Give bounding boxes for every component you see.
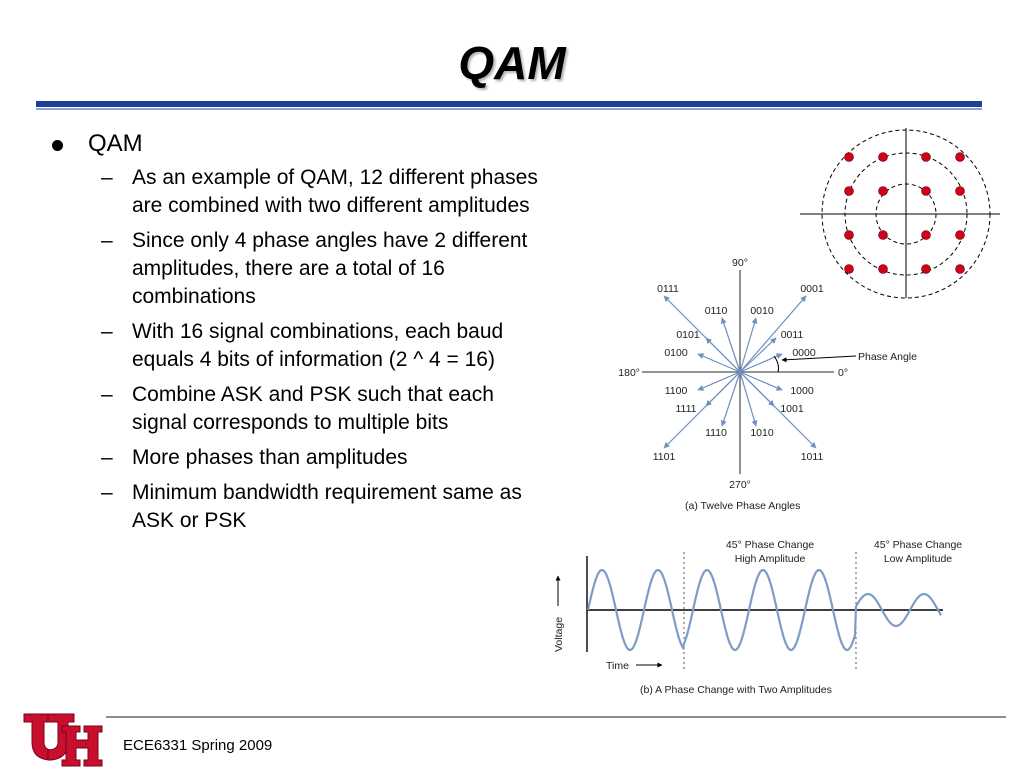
constellation-point	[878, 230, 888, 240]
constellation-point	[921, 230, 931, 240]
footer-rule	[106, 716, 1006, 718]
code-label: 0111	[657, 283, 679, 295]
wave-label-high-1: 45° Phase Change	[726, 539, 814, 551]
angle-label-0: 0°	[838, 367, 848, 379]
bullet-dot	[52, 140, 63, 151]
code-label: 0110	[705, 305, 728, 317]
wave-label-high-2: High Amplitude	[735, 553, 806, 565]
sub-bullet: –With 16 signal combinations, each baud …	[48, 318, 538, 374]
code-label: 1000	[790, 385, 814, 397]
code-label: 0101	[676, 329, 700, 341]
constellation-point	[921, 264, 931, 274]
sub-bullet-text: With 16 signal combinations, each baud e…	[132, 320, 504, 371]
constellation-point	[844, 230, 854, 240]
sub-bullet: –As an example of QAM, 12 different phas…	[48, 164, 538, 220]
wave-y-label: Voltage	[553, 617, 565, 652]
sub-bullet: –Combine ASK and PSK such that each sign…	[48, 381, 538, 437]
wave-label-low-2: Low Amplitude	[884, 553, 952, 565]
phase-arrow	[739, 371, 817, 449]
code-label: 0100	[664, 347, 688, 359]
bullet-text: QAM	[88, 130, 143, 157]
sub-bullet-text: More phases than amplitudes	[132, 446, 408, 469]
constellation-point	[844, 264, 854, 274]
phase-arrow	[720, 371, 741, 427]
code-label: 0011	[781, 329, 804, 341]
code-label: 1111	[675, 403, 696, 415]
middle-ring	[844, 152, 968, 276]
title-underline	[36, 101, 982, 107]
figure-caption-a: (a) Twelve Phase Angles	[685, 500, 800, 512]
constellation-point	[955, 230, 965, 240]
sub-bullet-text: Minimum bandwidth requirement same as AS…	[132, 481, 522, 532]
constellation-point	[955, 186, 965, 196]
constellation-point	[921, 186, 931, 196]
phase-arrow	[663, 371, 741, 449]
sub-bullet-text: Combine ASK and PSK such that each signa…	[132, 383, 494, 434]
wave-label-low-1: 45° Phase Change	[874, 539, 962, 551]
code-label: 1001	[780, 403, 804, 415]
angle-label-90: 90°	[732, 257, 748, 269]
dash: –	[101, 166, 113, 189]
dash: –	[101, 229, 113, 252]
outer-ring	[821, 129, 991, 299]
phase-angle-pointer	[781, 355, 857, 363]
phase-arrow	[739, 337, 777, 373]
waveform	[586, 568, 942, 652]
phase-angle-diagram: 90° 180° 0° 270° 0111 0001 0110 0010 010…	[618, 257, 917, 512]
sub-bullet-text: Since only 4 phase angles have 2 differe…	[132, 229, 528, 308]
phase-arrow	[739, 353, 783, 373]
waveform-diagram: 45° Phase Change High Amplitude 45° Phas…	[553, 539, 962, 696]
angle-label-180: 180°	[618, 367, 640, 379]
constellation-point	[955, 264, 965, 274]
dash: –	[101, 320, 113, 343]
phase-arrow	[705, 337, 741, 373]
phase-arrow	[720, 317, 741, 373]
footer-text: ECE6331 Spring 2009	[123, 737, 273, 754]
phase-arrow	[739, 295, 807, 373]
dash: –	[101, 383, 113, 406]
phase-angle-arc	[773, 355, 779, 373]
code-label: 1011	[801, 451, 824, 463]
phase-angle-label: Phase Angle	[858, 351, 917, 363]
slide-title: QAM	[458, 37, 566, 89]
constellation-point	[844, 152, 854, 162]
code-label: 1100	[665, 385, 688, 397]
code-label: 0001	[800, 283, 824, 295]
code-label: 0000	[792, 347, 816, 359]
sub-bullet-text: As an example of QAM, 12 different phase…	[132, 166, 538, 217]
constellation-point	[955, 152, 965, 162]
inner-ring	[875, 183, 937, 245]
dash: –	[101, 446, 113, 469]
constellation-point	[878, 152, 888, 162]
code-label: 1101	[653, 451, 676, 463]
angle-label-270: 270°	[729, 479, 751, 491]
phase-arrow	[739, 371, 758, 427]
wave-x-label: Time	[606, 660, 629, 672]
constellation-point	[921, 152, 931, 162]
constellation-point	[844, 186, 854, 196]
code-label: 0010	[750, 305, 774, 317]
uh-logo	[23, 713, 103, 767]
phase-arrow	[697, 371, 741, 391]
sub-bullet-list: –As an example of QAM, 12 different phas…	[48, 164, 538, 535]
sub-bullet: –Minimum bandwidth requirement same as A…	[48, 479, 538, 535]
figure-caption-b: (b) A Phase Change with Two Amplitudes	[640, 684, 832, 696]
code-label: 1010	[750, 427, 774, 439]
constellation-point	[878, 186, 888, 196]
title-underline-thin	[36, 108, 982, 110]
code-label: 1110	[705, 427, 727, 439]
bullet-main: QAM	[48, 128, 538, 160]
sub-bullet: –More phases than amplitudes	[48, 444, 538, 472]
constellation-point	[878, 264, 888, 274]
slide-content: QAM –As an example of QAM, 12 different …	[48, 128, 538, 542]
phase-arrow	[739, 371, 783, 391]
phase-arrow	[697, 353, 741, 373]
dash: –	[101, 481, 113, 504]
phase-arrow	[739, 317, 758, 373]
sub-bullet: –Since only 4 phase angles have 2 differ…	[48, 227, 538, 311]
constellation-diagram	[800, 128, 1000, 299]
